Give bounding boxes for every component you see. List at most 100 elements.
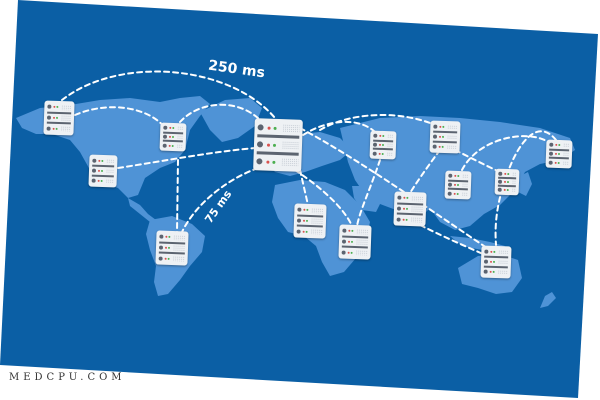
server-na-south[interactable] [88,154,118,188]
power-led-icon [447,182,453,187]
status-led-green-icon [167,246,171,249]
vent-grill [281,157,299,167]
link-russia-west-arc [319,114,436,131]
vent-grill [512,172,517,177]
status-led-green-icon [558,144,561,147]
vent-grill [310,218,324,225]
vent-grill [462,174,469,179]
status-led-green-icon [168,236,171,239]
status-led-green-icon [493,250,496,253]
server-unit [162,142,183,149]
watermark-text: MEDCPU.COM [9,372,126,383]
status-led-red-icon [503,180,507,183]
status-led-green-icon [406,197,409,200]
status-led-green-icon [456,192,459,195]
power-led-icon [91,168,97,173]
power-led-icon [46,126,51,131]
vent-grill [411,195,424,202]
server-europe-origin[interactable] [253,118,303,172]
power-led-icon [256,141,264,148]
status-led-red-icon [169,127,172,130]
power-led-icon [372,142,378,147]
link-russia-west-to-south-africa [356,159,381,227]
server-unit [46,124,71,134]
link-europe-to-russia-west [302,120,376,136]
status-led-red-icon [52,116,56,119]
power-led-icon [498,171,503,176]
server-south-america[interactable] [155,230,189,266]
link-na-east-to-europe-arc [179,103,263,123]
server-unit [256,137,300,156]
status-led-red-icon [438,145,441,148]
server-china[interactable] [444,170,472,200]
status-led-green-icon [167,257,170,260]
power-led-icon [159,234,164,240]
vent-grill [60,115,72,122]
vent-grill [447,124,458,130]
power-led-icon [497,187,502,192]
vent-grill [386,143,394,148]
status-led-red-icon [52,127,55,130]
server-unit [483,268,508,277]
server-na-west[interactable] [43,100,75,136]
status-led-green-icon [557,152,561,156]
status-led-green-icon [56,106,59,109]
power-led-icon [548,160,553,165]
server-west-africa[interactable] [293,203,327,239]
status-led-red-icon [302,219,306,222]
status-led-red-icon [267,126,271,130]
link-russia-central-to-india [409,149,441,194]
server-russia-west[interactable] [369,130,397,160]
status-led-red-icon [97,169,101,172]
status-led-green-icon [100,179,103,182]
server-japan[interactable] [494,168,520,196]
continent-central-america [128,198,156,222]
vent-grill [410,206,424,213]
power-led-icon [342,228,347,234]
link-na-east-to-south-america [176,159,179,233]
vent-grill [386,151,393,157]
vent-grill [105,178,114,184]
status-led-green-icon [382,135,385,138]
server-russia-central[interactable] [429,120,461,154]
server-india[interactable] [393,191,427,227]
vent-grill [446,134,458,140]
vent-grill [387,134,394,139]
power-led-icon [483,269,488,274]
power-led-icon [433,124,438,129]
status-led-green-icon [55,116,59,119]
power-led-icon [158,245,164,250]
link-india-to-russia-east [461,135,553,171]
power-led-icon [47,104,52,110]
server-australia[interactable] [480,245,512,279]
server-unit [497,187,516,194]
status-led-red-icon [454,175,457,178]
status-led-green-icon [441,145,444,148]
status-led-red-icon [503,188,506,191]
link-europe-to-south-america [181,167,259,233]
server-russia-east[interactable] [545,139,573,169]
vent-grill [172,256,185,262]
power-led-icon [396,217,401,222]
power-led-icon [396,206,402,211]
status-led-red-icon [453,183,457,186]
vent-grill [562,160,569,166]
server-unit [47,102,72,115]
status-led-green-icon [350,240,354,243]
status-led-red-icon [489,260,493,263]
power-led-icon [92,158,97,163]
power-led-icon [163,125,168,131]
continent-arabia [352,186,382,212]
server-unit [432,143,457,152]
vent-grill [282,123,300,133]
power-led-icon [162,143,167,148]
server-south-africa[interactable] [338,224,372,260]
status-led-red-icon [438,135,442,138]
server-na-east[interactable] [159,122,187,152]
vent-grill [355,250,368,256]
vent-grill [105,168,115,174]
server-unit [91,177,114,186]
vent-grill [311,207,324,214]
power-led-icon [497,179,503,184]
